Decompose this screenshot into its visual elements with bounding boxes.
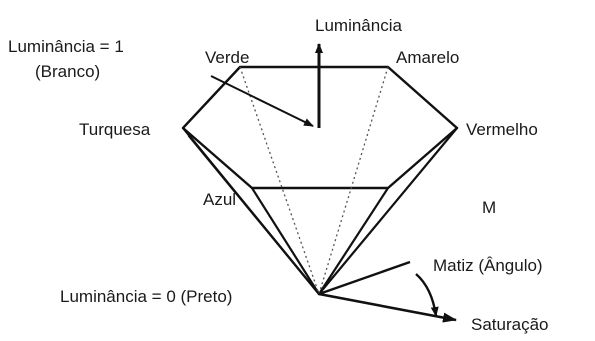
hue-line <box>318 260 411 296</box>
red-label: Vermelho <box>466 120 538 139</box>
magenta-label: M <box>482 198 496 217</box>
cone-edges <box>181 126 459 296</box>
blue-label: Azul <box>203 190 236 209</box>
white-point-label: Luminância = 1 <box>8 37 124 56</box>
saturation-label: Saturação <box>471 315 549 334</box>
white-point-sublabel: (Branco) <box>35 62 100 81</box>
hue-angle-arc <box>415 273 439 317</box>
yellow-label: Amarelo <box>396 48 459 67</box>
hue-label: Matiz (Ângulo) <box>433 256 543 275</box>
black-point-label: Luminância = 0 (Preto) <box>60 287 232 306</box>
luminance-axis-label: Luminância <box>315 16 402 35</box>
white-point-pointer <box>210 75 314 127</box>
hidden-edges <box>239 66 389 295</box>
green-label: Verde <box>205 48 249 67</box>
cyan-label: Turquesa <box>79 120 151 139</box>
